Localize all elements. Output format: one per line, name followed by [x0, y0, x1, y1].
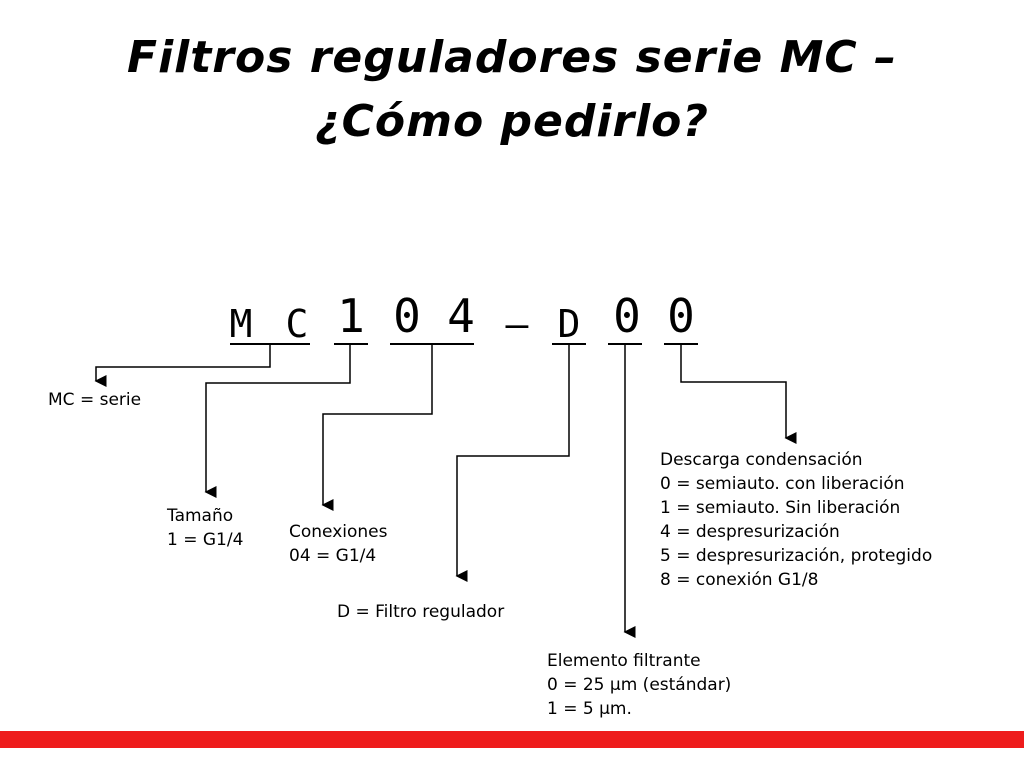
connector-conexiones: [321, 344, 433, 511]
title-line-2: ¿Cómo pedirlo?: [315, 96, 709, 147]
code-char-dash: –: [505, 302, 529, 346]
footer-red-bar: [0, 731, 1024, 748]
label-elemento-1: 1 = 5 µm.: [547, 699, 632, 719]
label-conexiones: Conexiones 04 = G1/4: [289, 520, 387, 568]
label-elemento-title: Elemento filtrante: [547, 651, 701, 671]
label-conexiones-value: 04 = G1/4: [289, 546, 377, 566]
label-elemento: Elemento filtrante 0 = 25 µm (estándar) …: [547, 649, 731, 721]
connector-descarga: [680, 344, 797, 444]
label-tamano: Tamaño 1 = G1/4: [167, 504, 243, 552]
connector-tamano: [204, 344, 351, 498]
label-filtro: D = Filtro regulador: [337, 602, 505, 622]
label-elemento-0: 0 = 25 µm (estándar): [547, 675, 732, 695]
label-descarga-8: 8 = conexión G1/8: [660, 570, 819, 590]
code-char-m: M: [229, 302, 253, 346]
code-char-0a: 0: [393, 289, 421, 343]
code-char-0b: 0: [613, 289, 641, 343]
code-char-c: C: [285, 302, 309, 346]
label-descarga-4: 4 = despresurización: [660, 522, 840, 542]
label-descarga-1: 1 = semiauto. Sin liberación: [660, 498, 901, 518]
label-descarga-0: 0 = semiauto. con liberación: [660, 474, 905, 494]
label-tamano-value: 1 = G1/4: [167, 530, 244, 550]
code-char-4: 4: [447, 289, 475, 343]
label-descarga: Descarga condensación 0 = semiauto. con …: [660, 448, 932, 592]
code-char-0c: 0: [667, 289, 695, 343]
code-char-1: 1: [337, 289, 365, 343]
label-serie: MC = serie: [48, 390, 142, 410]
label-descarga-5: 5 = despresurización, protegido: [660, 546, 933, 566]
connector-serie: [94, 344, 271, 387]
label-conexiones-title: Conexiones: [289, 522, 388, 542]
title-line-1: Filtros reguladores serie MC –: [127, 32, 897, 83]
label-tamano-title: Tamaño: [167, 506, 234, 526]
code-char-d: D: [557, 302, 581, 346]
label-descarga-title: Descarga condensación: [660, 450, 863, 470]
connector-filtro: [455, 344, 570, 582]
slide-title: Filtros reguladores serie MC – ¿Cómo ped…: [0, 26, 1024, 154]
